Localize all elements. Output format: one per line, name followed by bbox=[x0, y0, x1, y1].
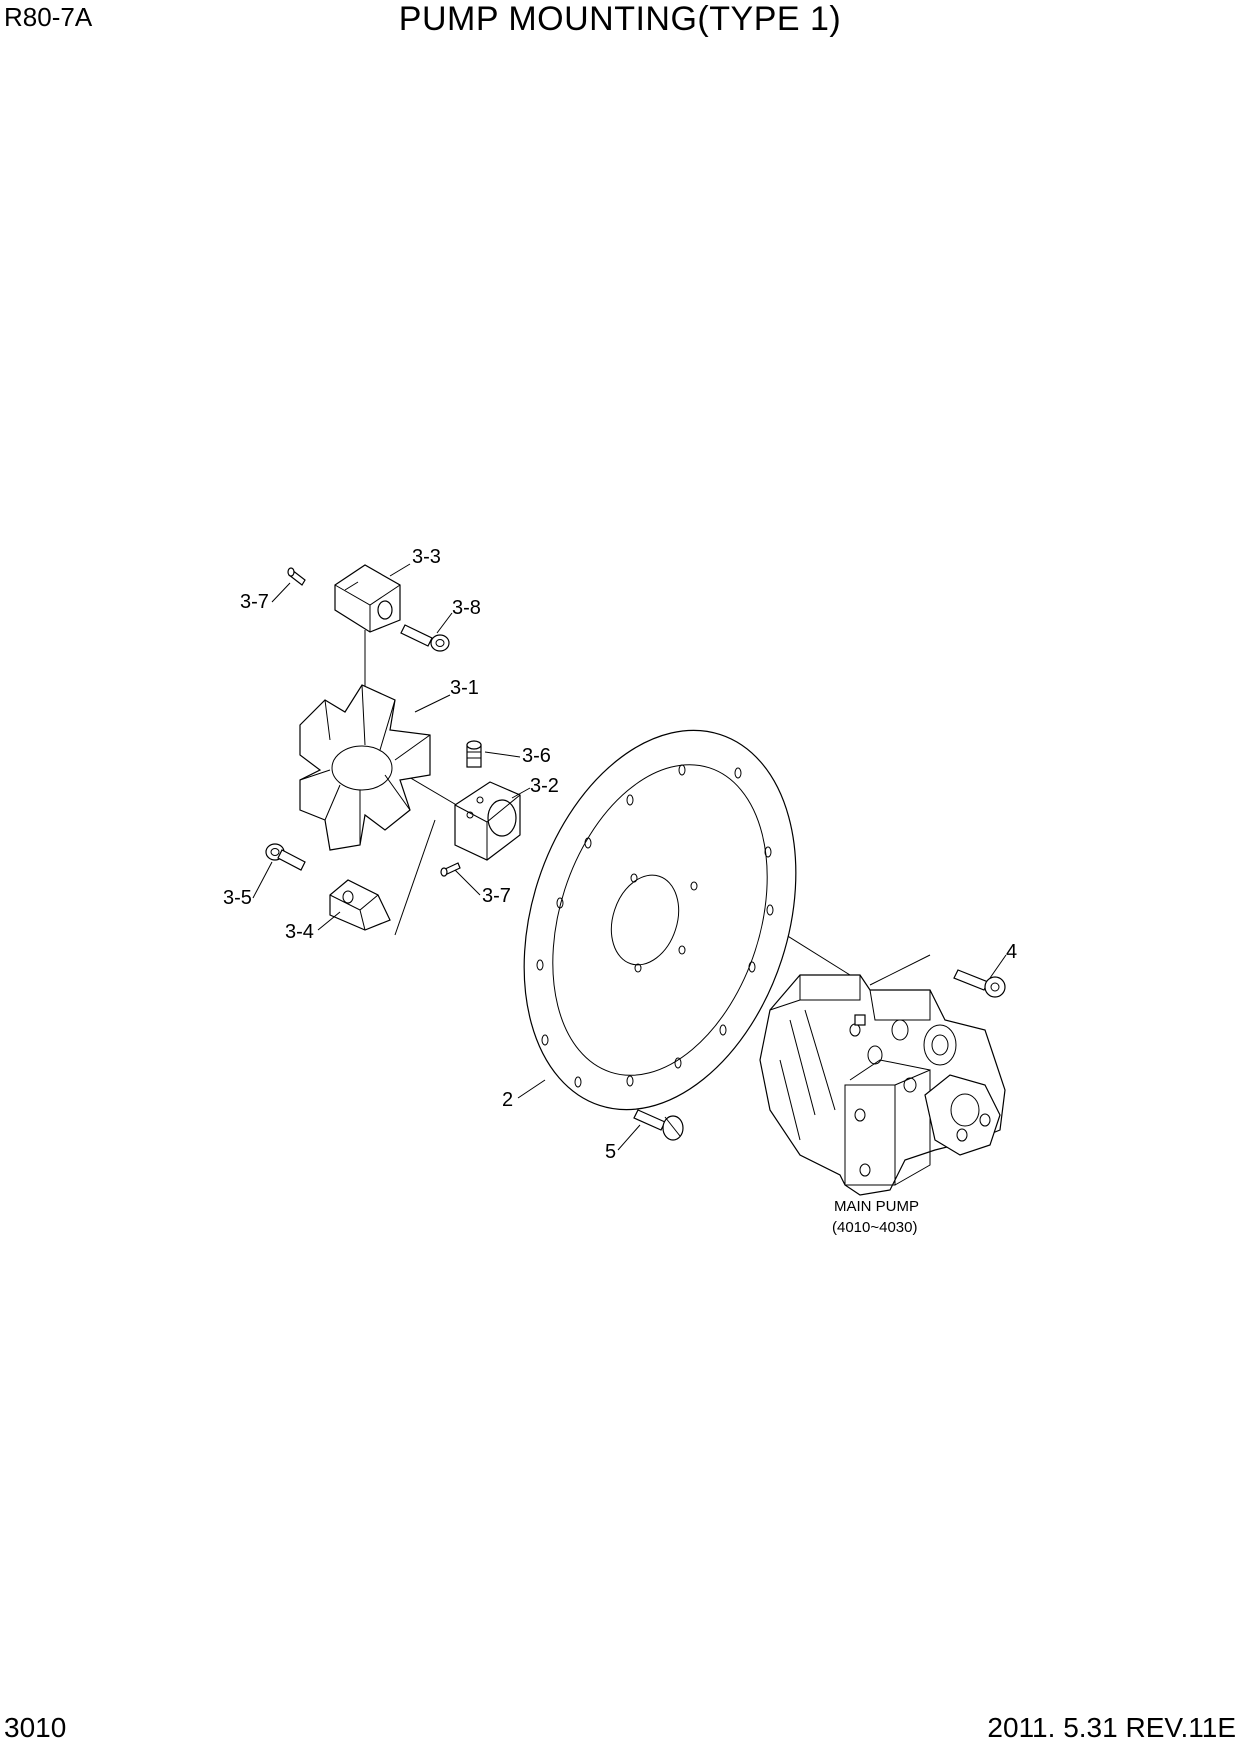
main-pump bbox=[759, 974, 1006, 1196]
callout-3-4: 3-4 bbox=[285, 921, 314, 943]
part-3-1-coupling-element bbox=[299, 684, 431, 851]
part-3-7-pin-bottom bbox=[440, 862, 461, 877]
callout-2: 2 bbox=[502, 1089, 513, 1111]
model-code: R80-7A bbox=[4, 2, 93, 32]
callout-3-8: 3-8 bbox=[452, 597, 481, 619]
part-4-cap-screw bbox=[953, 969, 1006, 998]
part-3-3-clamp bbox=[334, 564, 401, 633]
callout-3-7-top: 3-7 bbox=[240, 591, 269, 613]
callout-4: 4 bbox=[1006, 941, 1017, 963]
callout-3-3: 3-3 bbox=[412, 546, 441, 568]
part-3-4-clamp bbox=[329, 879, 391, 931]
callout-3-6: 3-6 bbox=[522, 745, 551, 767]
main-pump-label: MAIN PUMP bbox=[834, 1198, 919, 1215]
part-3-8-cap-screw bbox=[400, 624, 450, 652]
callout-5: 5 bbox=[605, 1141, 616, 1163]
part-3-6-set-screw bbox=[466, 740, 482, 768]
part-2-plate bbox=[523, 729, 797, 1111]
plate-bolt-holes bbox=[536, 764, 774, 1088]
revision-date: 2011. 5.31 REV.11E bbox=[987, 1712, 1236, 1743]
callout-3-1: 3-1 bbox=[450, 677, 479, 699]
part-5-flange-bolt bbox=[633, 1109, 684, 1141]
callout-labels: 3-3 3-7 3-8 3-1 3-6 3-2 3-5 3-7 3-4 4 2 … bbox=[223, 546, 1017, 1163]
part-3-7-pin-top bbox=[287, 567, 306, 586]
callout-3-2: 3-2 bbox=[530, 775, 559, 797]
callout-3-5: 3-5 bbox=[223, 887, 252, 909]
callout-3-7-bottom: 3-7 bbox=[482, 885, 511, 907]
page-number: 3010 bbox=[4, 1712, 67, 1743]
main-pump-range: (4010~4030) bbox=[832, 1219, 918, 1236]
part-3-5-cap-screw bbox=[265, 843, 306, 871]
part-3-2-hub bbox=[454, 781, 521, 861]
page-title: PUMP MOUNTING(TYPE 1) bbox=[398, 0, 842, 38]
main-pump-note: MAIN PUMP (4010~4030) bbox=[832, 1198, 919, 1236]
